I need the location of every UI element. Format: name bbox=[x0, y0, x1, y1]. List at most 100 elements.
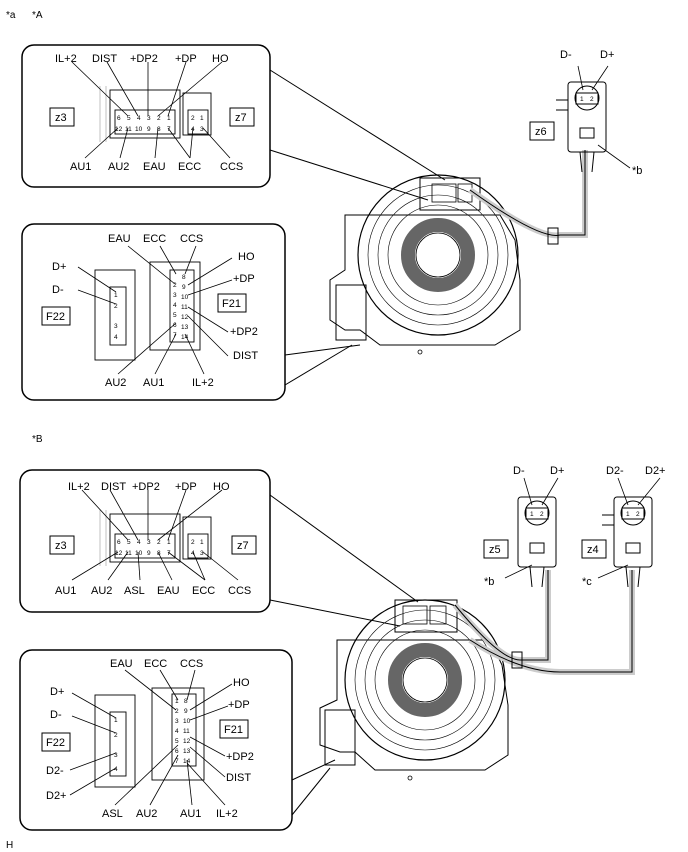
pin-b-f22-1: 1 bbox=[114, 717, 118, 724]
pin-b-f21-c2-13: 13 bbox=[183, 748, 191, 755]
label-a-bot-au2: AU2 bbox=[105, 377, 126, 389]
sensor-z4-label-d2plus: D2+ bbox=[645, 465, 666, 477]
label-b-bot-dp: +DP bbox=[228, 699, 250, 711]
box-b-bot-f22: F22 bbox=[46, 737, 65, 749]
pin-b-top-7: 7 bbox=[167, 550, 171, 557]
pin-b-top-11: 11 bbox=[125, 550, 132, 557]
pin-b-f21-c2-8: 8 bbox=[184, 698, 188, 705]
pin-b-top-r4: 4 bbox=[191, 550, 195, 557]
pin-b-f21-c2-12: 12 bbox=[183, 738, 191, 745]
label-b-bot-au2: AU2 bbox=[136, 808, 157, 820]
pin-a-f21-c2-11: 11 bbox=[181, 304, 188, 311]
sensor-z4-pin-2: 2 bbox=[636, 511, 640, 518]
label-b-top-dp: +DP bbox=[175, 481, 197, 493]
pin-b-top-6: 6 bbox=[117, 539, 121, 546]
inset-a-bottom: 1 2 3 4 2 3 4 5 6 7 8 9 10 11 12 13 14 bbox=[21, 223, 286, 401]
pin-a-top-9: 9 bbox=[147, 126, 151, 133]
label-b-top-dist: DIST bbox=[101, 481, 126, 493]
label-a-bot-ecc: ECC bbox=[143, 233, 166, 245]
label-a-bot-dplus: D+ bbox=[52, 261, 66, 273]
callout-line bbox=[269, 69, 446, 181]
label-a-top-eau: EAU bbox=[143, 161, 166, 173]
pin-b-top-r2: 2 bbox=[191, 539, 195, 546]
pin-b-f21-c1-7: 7 bbox=[175, 758, 179, 765]
sensor-z5-box-label: z5 bbox=[489, 544, 501, 556]
pin-a-top-6: 6 bbox=[117, 115, 121, 122]
label-b-bot-dist: DIST bbox=[226, 772, 251, 784]
inset-a-top: 6 5 4 3 2 1 12 11 10 9 8 7 2 1 4 3 bbox=[21, 44, 271, 188]
sensor-z4-box bbox=[581, 539, 607, 559]
label-b-top-ecc: ECC bbox=[192, 585, 215, 597]
label-b-top-ho: HO bbox=[213, 481, 230, 493]
spiral-cable-b bbox=[319, 570, 635, 781]
label-a-top-ccs: CCS bbox=[220, 161, 243, 173]
callout-line bbox=[269, 149, 429, 201]
pin-b-top-5: 5 bbox=[127, 539, 131, 546]
box-a-bot-f21: F21 bbox=[222, 298, 241, 310]
pin-a-f21-c1-3: 3 bbox=[173, 292, 177, 299]
pin-a-f21-c2-8: 8 bbox=[182, 274, 186, 281]
sensor-z6-box bbox=[529, 121, 555, 141]
pin-b-top-12: 12 bbox=[115, 550, 123, 557]
sensor-z5-label-dminus: D- bbox=[513, 465, 525, 477]
sensor-z5: 1 2 bbox=[504, 477, 559, 588]
label-a-top-dp2: +DP2 bbox=[130, 53, 158, 65]
sensor-z6-pin-2: 2 bbox=[590, 96, 594, 103]
pin-b-top-1: 1 bbox=[167, 539, 171, 546]
sensor-z4-box-label: z4 bbox=[587, 544, 599, 556]
label-a-bot-dp2: +DP2 bbox=[230, 326, 258, 338]
pin-b-f21-c1-3: 3 bbox=[175, 718, 179, 725]
sensor-z5-box bbox=[483, 539, 509, 559]
pin-b-top-r1: 1 bbox=[200, 539, 204, 546]
label-b-bot-ccs: CCS bbox=[180, 658, 203, 670]
pin-b-f21-c2-11: 11 bbox=[183, 728, 190, 735]
label-b-bot-il2: IL+2 bbox=[216, 808, 238, 820]
label-b-bot-dplus: D+ bbox=[50, 686, 64, 698]
sensor-z5-pin-1: 1 bbox=[530, 511, 534, 518]
pin-b-top-3: 3 bbox=[147, 539, 151, 546]
label-b-top-dp2: +DP2 bbox=[132, 481, 160, 493]
label-b-top-il2: IL+2 bbox=[68, 481, 90, 493]
pin-a-f21-c2-14: 14 bbox=[181, 334, 189, 341]
figure-b-marker: *B bbox=[32, 434, 43, 445]
pin-b-f21-c1-2: 2 bbox=[175, 708, 179, 715]
label-a-bot-dist: DIST bbox=[233, 350, 258, 362]
pin-b-top-4: 4 bbox=[137, 539, 141, 546]
pin-b-f21-c1-4: 4 bbox=[175, 728, 179, 735]
pin-a-top-r2: 2 bbox=[191, 115, 195, 122]
callout-line bbox=[291, 767, 331, 816]
pin-b-top-2: 2 bbox=[157, 539, 161, 546]
label-a-bot-ho: HO bbox=[238, 251, 255, 263]
label-a-bot-il2: IL+2 bbox=[192, 377, 214, 389]
pin-a-top-4: 4 bbox=[137, 115, 141, 122]
callout-line bbox=[284, 344, 361, 356]
sensor-z4-callout: *c bbox=[582, 576, 592, 588]
label-a-top-dp: +DP bbox=[175, 53, 197, 65]
box-a-bot-f22: F22 bbox=[46, 311, 65, 323]
pin-a-top-8: 8 bbox=[157, 126, 161, 133]
box-b-top-z7: z7 bbox=[237, 540, 249, 552]
callout-line bbox=[269, 599, 401, 627]
figure-b: 1 2 D- D+ z5 *b 1 2 D2- D2+ z4 *c bbox=[19, 465, 666, 831]
label-b-top-ccs: CCS bbox=[228, 585, 251, 597]
pin-a-f21-c2-9: 9 bbox=[182, 284, 186, 291]
label-b-bot-d2plus: D2+ bbox=[46, 790, 67, 802]
pin-b-f21-c1-1: 1 bbox=[175, 698, 179, 705]
callout-line bbox=[291, 759, 336, 781]
inset-b-bottom: 1 2 3 4 1 2 3 4 5 6 7 8 9 10 11 12 13 14 bbox=[19, 649, 293, 831]
pin-a-top-r1: 1 bbox=[200, 115, 204, 122]
box-a-top-z3: z3 bbox=[55, 112, 67, 124]
label-b-top-asl: ASL bbox=[124, 585, 145, 597]
label-a-bot-dp: +DP bbox=[233, 273, 255, 285]
sensor-z6: 1 2 bbox=[556, 65, 631, 173]
label-b-bot-eau: EAU bbox=[110, 658, 133, 670]
pin-a-f21-c1-6: 6 bbox=[173, 322, 177, 329]
sensor-z4-label-d2minus: D2- bbox=[606, 465, 624, 477]
sensor-z4: 1 2 bbox=[597, 477, 661, 588]
label-a-top-au2: AU2 bbox=[108, 161, 129, 173]
sensor-z6-label-dplus: D+ bbox=[600, 49, 614, 61]
label-a-top-il2: IL+2 bbox=[55, 53, 77, 65]
label-a-top-au1: AU1 bbox=[70, 161, 91, 173]
pin-a-top-3: 3 bbox=[147, 115, 151, 122]
